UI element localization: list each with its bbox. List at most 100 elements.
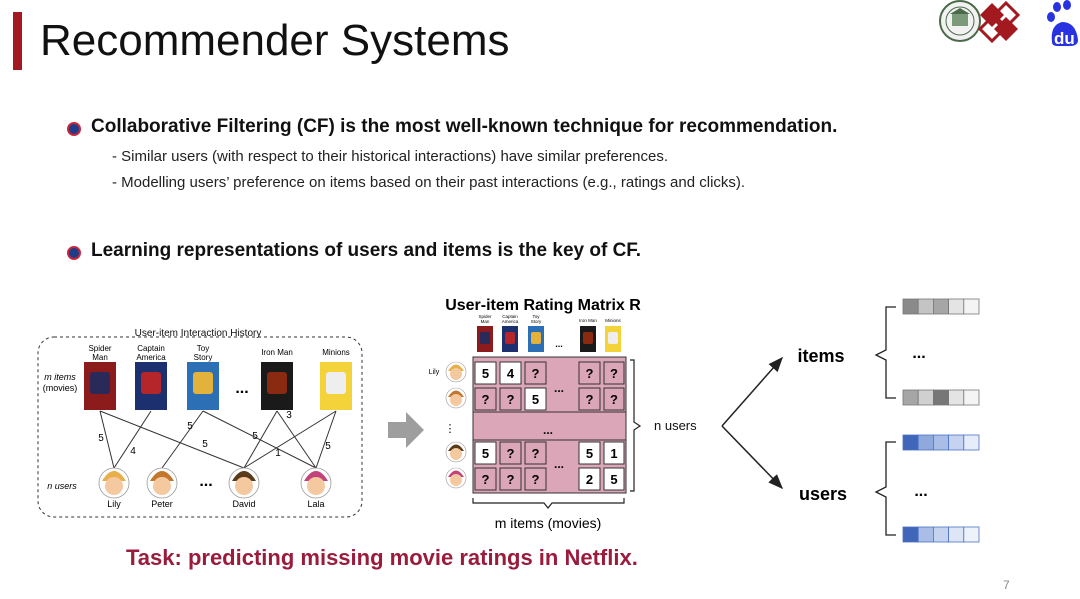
movie-poster-icon	[320, 362, 352, 410]
arrow-to-users-icon	[721, 425, 784, 490]
matrix-cell	[524, 441, 547, 465]
user-avatar-icon	[98, 467, 130, 499]
matrix-cell	[603, 441, 625, 465]
embedding-cell	[963, 298, 980, 315]
matrix-cell	[524, 387, 547, 411]
movie-poster-icon	[187, 362, 219, 410]
history-user-name: Lala	[307, 499, 324, 509]
embedding-cell	[933, 434, 950, 451]
user-avatar-icon	[300, 467, 332, 499]
matrix-cell-value: ?	[610, 366, 618, 381]
matrix-cell-value: ?	[507, 472, 515, 487]
movie-poster-icon	[477, 326, 493, 352]
matrix-cell	[524, 467, 547, 491]
user-avatar-icon	[228, 467, 260, 499]
matrix-cell	[499, 441, 522, 465]
embedding-cell	[963, 389, 980, 406]
matrix-cell-value: ?	[532, 366, 540, 381]
edge-rating-label: 3	[286, 410, 292, 421]
transform-arrow-icon	[388, 412, 424, 448]
matrix-cell	[474, 441, 497, 465]
matrix-cell-value: 4	[507, 366, 515, 381]
bullet-2-icon	[67, 246, 81, 260]
embedding-cell	[948, 389, 965, 406]
matrix-cell	[499, 361, 522, 385]
items-embedding-label: items	[797, 346, 844, 366]
edge-rating-label: 5	[202, 439, 208, 450]
embedding-cell	[902, 434, 919, 451]
interaction-edge	[99, 410, 245, 469]
item-embedding-vector-1	[902, 298, 980, 315]
edge-rating-label: 1	[275, 448, 281, 459]
movie-poster-icon	[135, 362, 167, 410]
matrix-cell	[603, 467, 625, 491]
matrix-cell-value: ?	[507, 392, 515, 407]
matrix-middle-dots: ...	[543, 423, 553, 437]
matrix-cell-value: ?	[482, 392, 490, 407]
n-users-brace	[630, 359, 642, 492]
users-brace	[874, 441, 896, 536]
matrix-user-vdots: ⋮	[445, 423, 456, 435]
bullet-1-text: Collaborative Filtering (CF) is the most…	[91, 116, 838, 137]
matrix-cell-value: 5	[532, 392, 539, 407]
embedding-cell	[963, 434, 980, 451]
movie-poster-icon	[261, 362, 293, 410]
matrix-n-users-label: n users	[654, 418, 697, 433]
matrix-cell-value: ?	[482, 472, 490, 487]
matrix-cell-value: ?	[507, 446, 515, 461]
edge-rating-label: 5	[187, 421, 193, 432]
interaction-history-panel: User-item Interaction History m items (m…	[37, 328, 363, 518]
edge-rating-label: 5	[325, 441, 331, 452]
embedding-cell	[948, 298, 965, 315]
items-brace	[874, 306, 896, 399]
task-statement: Task: predicting missing movie ratings i…	[126, 545, 638, 570]
embeddings-panel: items users ... ...	[721, 298, 980, 543]
bullet-1-sub-2: - Modelling users’ preference on items b…	[112, 174, 746, 191]
bullet-1-icon	[67, 122, 81, 136]
interaction-edge	[161, 410, 204, 469]
history-movie-label: Minions	[322, 348, 350, 357]
history-user-name: Lily	[107, 499, 121, 509]
history-items-label-1: m items	[44, 372, 76, 382]
interaction-edge	[276, 410, 317, 469]
matrix-cell-value: ?	[586, 392, 594, 407]
embedding-cell	[948, 434, 965, 451]
users-vector-dots: ...	[914, 483, 927, 500]
matrix-cell	[603, 387, 625, 411]
logos: du	[939, 0, 1078, 48]
embedding-cell	[933, 526, 950, 543]
matrix-cell-value: 1	[610, 446, 617, 461]
matrix-cell-value: ?	[586, 366, 594, 381]
matrix-cell-value: 5	[586, 446, 593, 461]
matrix-title: User-item Rating Matrix R	[445, 297, 641, 314]
embedding-cell	[902, 526, 919, 543]
movie-poster-icon	[502, 326, 518, 352]
matrix-cell-value: ?	[610, 392, 618, 407]
matrix-cell	[474, 361, 497, 385]
items-vector-dots: ...	[912, 345, 925, 362]
arrow-to-items-icon	[721, 356, 783, 427]
embedding-cell	[933, 389, 950, 406]
baidu-logo-text: du	[1054, 29, 1075, 48]
interaction-edge	[315, 410, 337, 469]
baidu-logo: du	[1047, 0, 1078, 48]
matrix-cell-value: 5	[610, 472, 617, 487]
embedding-cell	[963, 526, 980, 543]
matrix-cell	[499, 387, 522, 411]
page-number: 7	[1003, 578, 1010, 592]
history-title: User-item Interaction History	[135, 328, 262, 339]
matrix-cell-value: ?	[532, 472, 540, 487]
history-users-label: n users	[47, 481, 77, 491]
bullet-1-sub-1: - Similar users (with respect to their h…	[112, 148, 669, 165]
interaction-edge	[202, 410, 317, 469]
slide-title: Recommender Systems	[40, 16, 510, 65]
embedding-cell	[917, 434, 934, 451]
history-items-label-2: (movies)	[43, 383, 78, 393]
matrix-col-dots-1: ...	[554, 381, 564, 395]
